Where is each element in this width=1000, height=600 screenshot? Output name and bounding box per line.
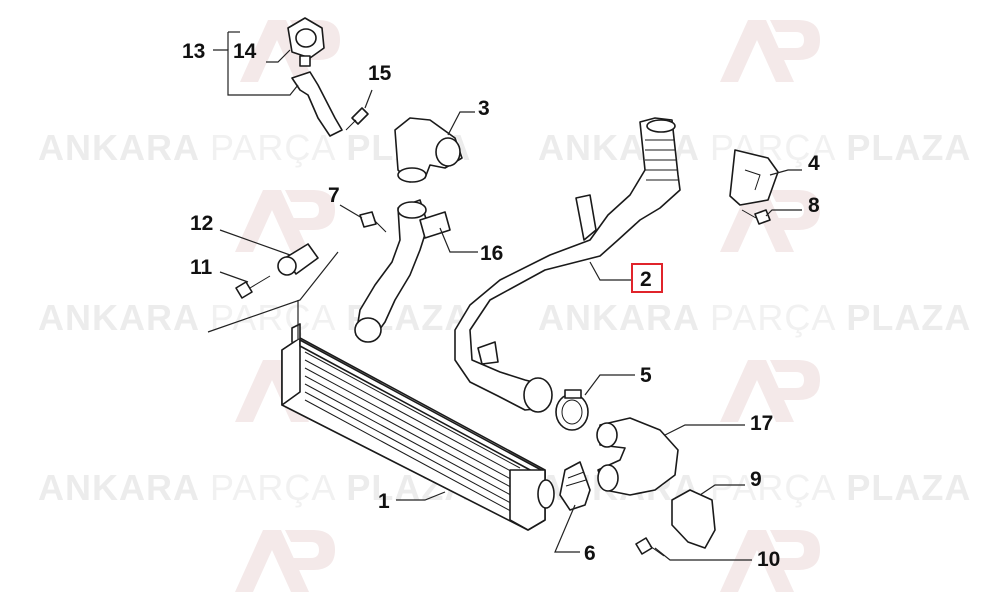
part-13-bracket[interactable] <box>291 71 343 137</box>
callout-7: 7 <box>328 184 340 207</box>
callout-3: 3 <box>478 97 490 120</box>
watermark-word-2: PARÇA <box>710 297 836 338</box>
part-7-bolt[interactable] <box>359 211 387 233</box>
callout-14: 14 <box>233 40 257 63</box>
callout-5: 5 <box>640 364 652 387</box>
callout-6: 6 <box>584 542 596 565</box>
leader-lines <box>207 31 802 561</box>
watermark-word-1: ANKARA <box>38 297 200 338</box>
callout-12: 12 <box>190 212 213 235</box>
callout-9: 9 <box>750 468 762 491</box>
callout-10: 10 <box>757 548 780 571</box>
callout-2-highlight-box <box>631 263 663 293</box>
callout-4: 4 <box>808 152 820 175</box>
part-6-clamp[interactable] <box>559 461 591 511</box>
callout-2: 2 <box>640 268 652 291</box>
watermark-word-1: ANKARA <box>538 297 700 338</box>
part-8-bolt[interactable] <box>741 209 771 225</box>
callout-13: 13 <box>182 40 205 63</box>
watermark-word-2: PARÇA <box>210 467 336 508</box>
callout-11: 11 <box>190 256 213 279</box>
part-12-bushing[interactable] <box>277 243 319 276</box>
part-17-hose[interactable] <box>596 417 679 496</box>
watermark-logos <box>235 20 820 592</box>
callout-1: 1 <box>378 490 390 513</box>
part-11-bolt[interactable] <box>235 275 271 299</box>
part-14-clamp[interactable] <box>287 17 325 67</box>
part-2-intercooler-hose[interactable] <box>454 117 681 413</box>
watermark-word-2: PARÇA <box>210 297 336 338</box>
callout-labels: 13 14 15 3 7 16 12 11 4 8 2 5 17 9 1 6 1… <box>182 40 820 571</box>
callout-15: 15 <box>368 62 392 85</box>
part-10-bolt[interactable] <box>635 537 665 557</box>
watermark-word-3: PLAZA <box>846 467 971 508</box>
callout-17: 17 <box>750 412 773 435</box>
part-15-bolt[interactable] <box>345 107 369 131</box>
callout-16: 16 <box>480 242 503 265</box>
part-16-hose[interactable] <box>354 199 451 343</box>
watermark-word-3: PLAZA <box>846 127 971 168</box>
part-9-bracket[interactable] <box>671 489 716 549</box>
part-1-intercooler[interactable] <box>281 323 555 531</box>
part-5-clamp[interactable] <box>555 389 589 431</box>
watermark-word-1: ANKARA <box>38 467 200 508</box>
watermark-word-1: ANKARA <box>38 127 200 168</box>
part-4-bracket[interactable] <box>729 149 779 206</box>
part-3-elbow-hose[interactable] <box>394 117 463 183</box>
watermark-word-3: PLAZA <box>846 297 971 338</box>
watermark-word-2: PARÇA <box>210 127 336 168</box>
watermark-word-2: PARÇA <box>710 467 836 508</box>
watermark-word-2: PARÇA <box>710 127 836 168</box>
callout-8: 8 <box>808 194 820 217</box>
